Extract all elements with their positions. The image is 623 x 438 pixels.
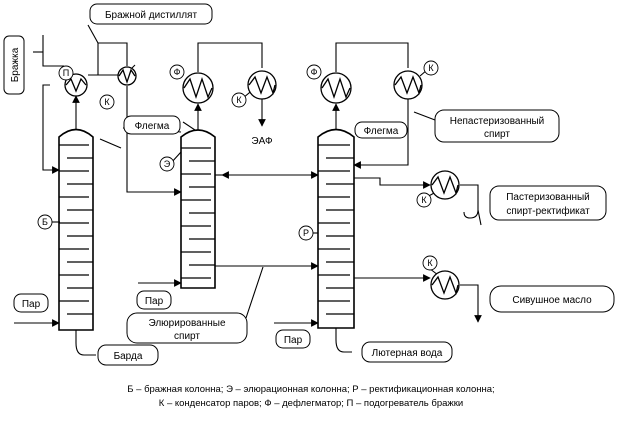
box-nepast xyxy=(434,109,560,143)
condenser-k-past xyxy=(430,170,460,200)
leader-flegma-left-2 xyxy=(182,121,196,131)
box-past xyxy=(489,185,607,221)
tag-k-mid: К xyxy=(236,95,242,105)
box-distillat xyxy=(89,3,213,25)
box-par-mid xyxy=(136,290,172,310)
equipment-tag-texts: П К Ф К Ф К К К Б Э Р xyxy=(42,63,434,268)
tag-k-sivush: К xyxy=(427,258,433,268)
caption-line-2: К – конденсатор паров; Ф – дефлегматор; … xyxy=(159,398,463,409)
label-luternaya: Лютерная вода xyxy=(372,348,443,359)
column-b xyxy=(58,128,94,331)
box-sivush xyxy=(489,285,615,313)
line-r-to-past xyxy=(354,177,431,189)
tag-r: Р xyxy=(303,228,309,238)
leader-elyur xyxy=(245,266,264,319)
line-brazhka-feed xyxy=(42,35,64,67)
line-barda xyxy=(75,330,96,356)
dephlegmator-f-right xyxy=(320,72,352,104)
label-flegma-left: Флегма xyxy=(135,121,170,132)
tag-f-mid: Ф xyxy=(174,67,181,77)
condenser-k-mid xyxy=(247,70,277,100)
label-flegma-right: Флегма xyxy=(364,126,399,137)
line-kright-return xyxy=(353,98,409,169)
condenser-k-right xyxy=(393,70,423,100)
label-elyur-2: спирт xyxy=(174,331,200,342)
label-past-1: Пастеризованный xyxy=(506,192,590,203)
heater-p xyxy=(64,73,88,97)
tag-f-right: Ф xyxy=(311,67,318,77)
label-sivushnoe: Сивушное масло xyxy=(512,295,592,306)
column-e xyxy=(180,129,216,289)
leader-distillat xyxy=(87,24,99,44)
tag-p: П xyxy=(63,68,69,78)
box-flegma-left xyxy=(123,115,181,135)
line-distillate xyxy=(97,42,128,75)
box-par-left xyxy=(13,293,49,313)
box-barda xyxy=(97,344,159,366)
process-lines xyxy=(14,24,482,356)
label-eaf: ЭАФ xyxy=(251,136,273,147)
label-nepast-1: Непастеризованный xyxy=(450,116,545,127)
box-brazhka xyxy=(3,35,25,95)
line-fmid-kmid xyxy=(197,42,263,72)
leader-flegma-left xyxy=(99,138,122,149)
equipment-tags xyxy=(37,60,439,271)
column-r xyxy=(317,128,355,329)
label-past-2: спирт-ректификат xyxy=(506,205,590,217)
tag-k-right: К xyxy=(428,63,434,73)
label-brazhka: Бражка xyxy=(10,47,21,82)
box-par-right xyxy=(275,329,311,349)
label-par-right: Пар xyxy=(284,335,303,346)
tag-b: Б xyxy=(42,217,48,227)
curl-past xyxy=(463,209,479,219)
label-brazhnoy-distillat: Бражной дистиллят xyxy=(105,10,197,21)
line-feed-to-b xyxy=(42,84,60,174)
line-fright-kright xyxy=(335,42,409,72)
label-elyur-1: Элюрированные xyxy=(148,318,225,329)
tag-e: Э xyxy=(164,159,171,169)
box-luter xyxy=(361,341,453,363)
column-trays xyxy=(59,144,354,315)
line-sivush-out xyxy=(460,284,482,323)
leader-nepast xyxy=(413,111,436,121)
label-boxes xyxy=(3,3,615,366)
condenser-k-sivush xyxy=(430,270,460,300)
line-luter xyxy=(335,328,352,353)
box-flegma-right xyxy=(354,121,408,139)
label-barda: Барда xyxy=(114,351,143,362)
line-past-out xyxy=(460,184,482,226)
label-par-mid: Пар xyxy=(145,296,164,307)
label-nepast-2: спирт xyxy=(484,129,510,140)
dephlegmator-f-mid xyxy=(182,72,214,104)
tag-k-past: К xyxy=(421,195,427,205)
line-k-to-e xyxy=(126,86,182,196)
tag-k-left: К xyxy=(104,97,110,107)
box-elyur xyxy=(126,312,248,344)
condenser-k-left xyxy=(117,66,137,86)
label-par-left: Пар xyxy=(22,299,41,310)
caption-line-1: Б – бражная колонна; Э – элюрационная ко… xyxy=(127,384,494,395)
